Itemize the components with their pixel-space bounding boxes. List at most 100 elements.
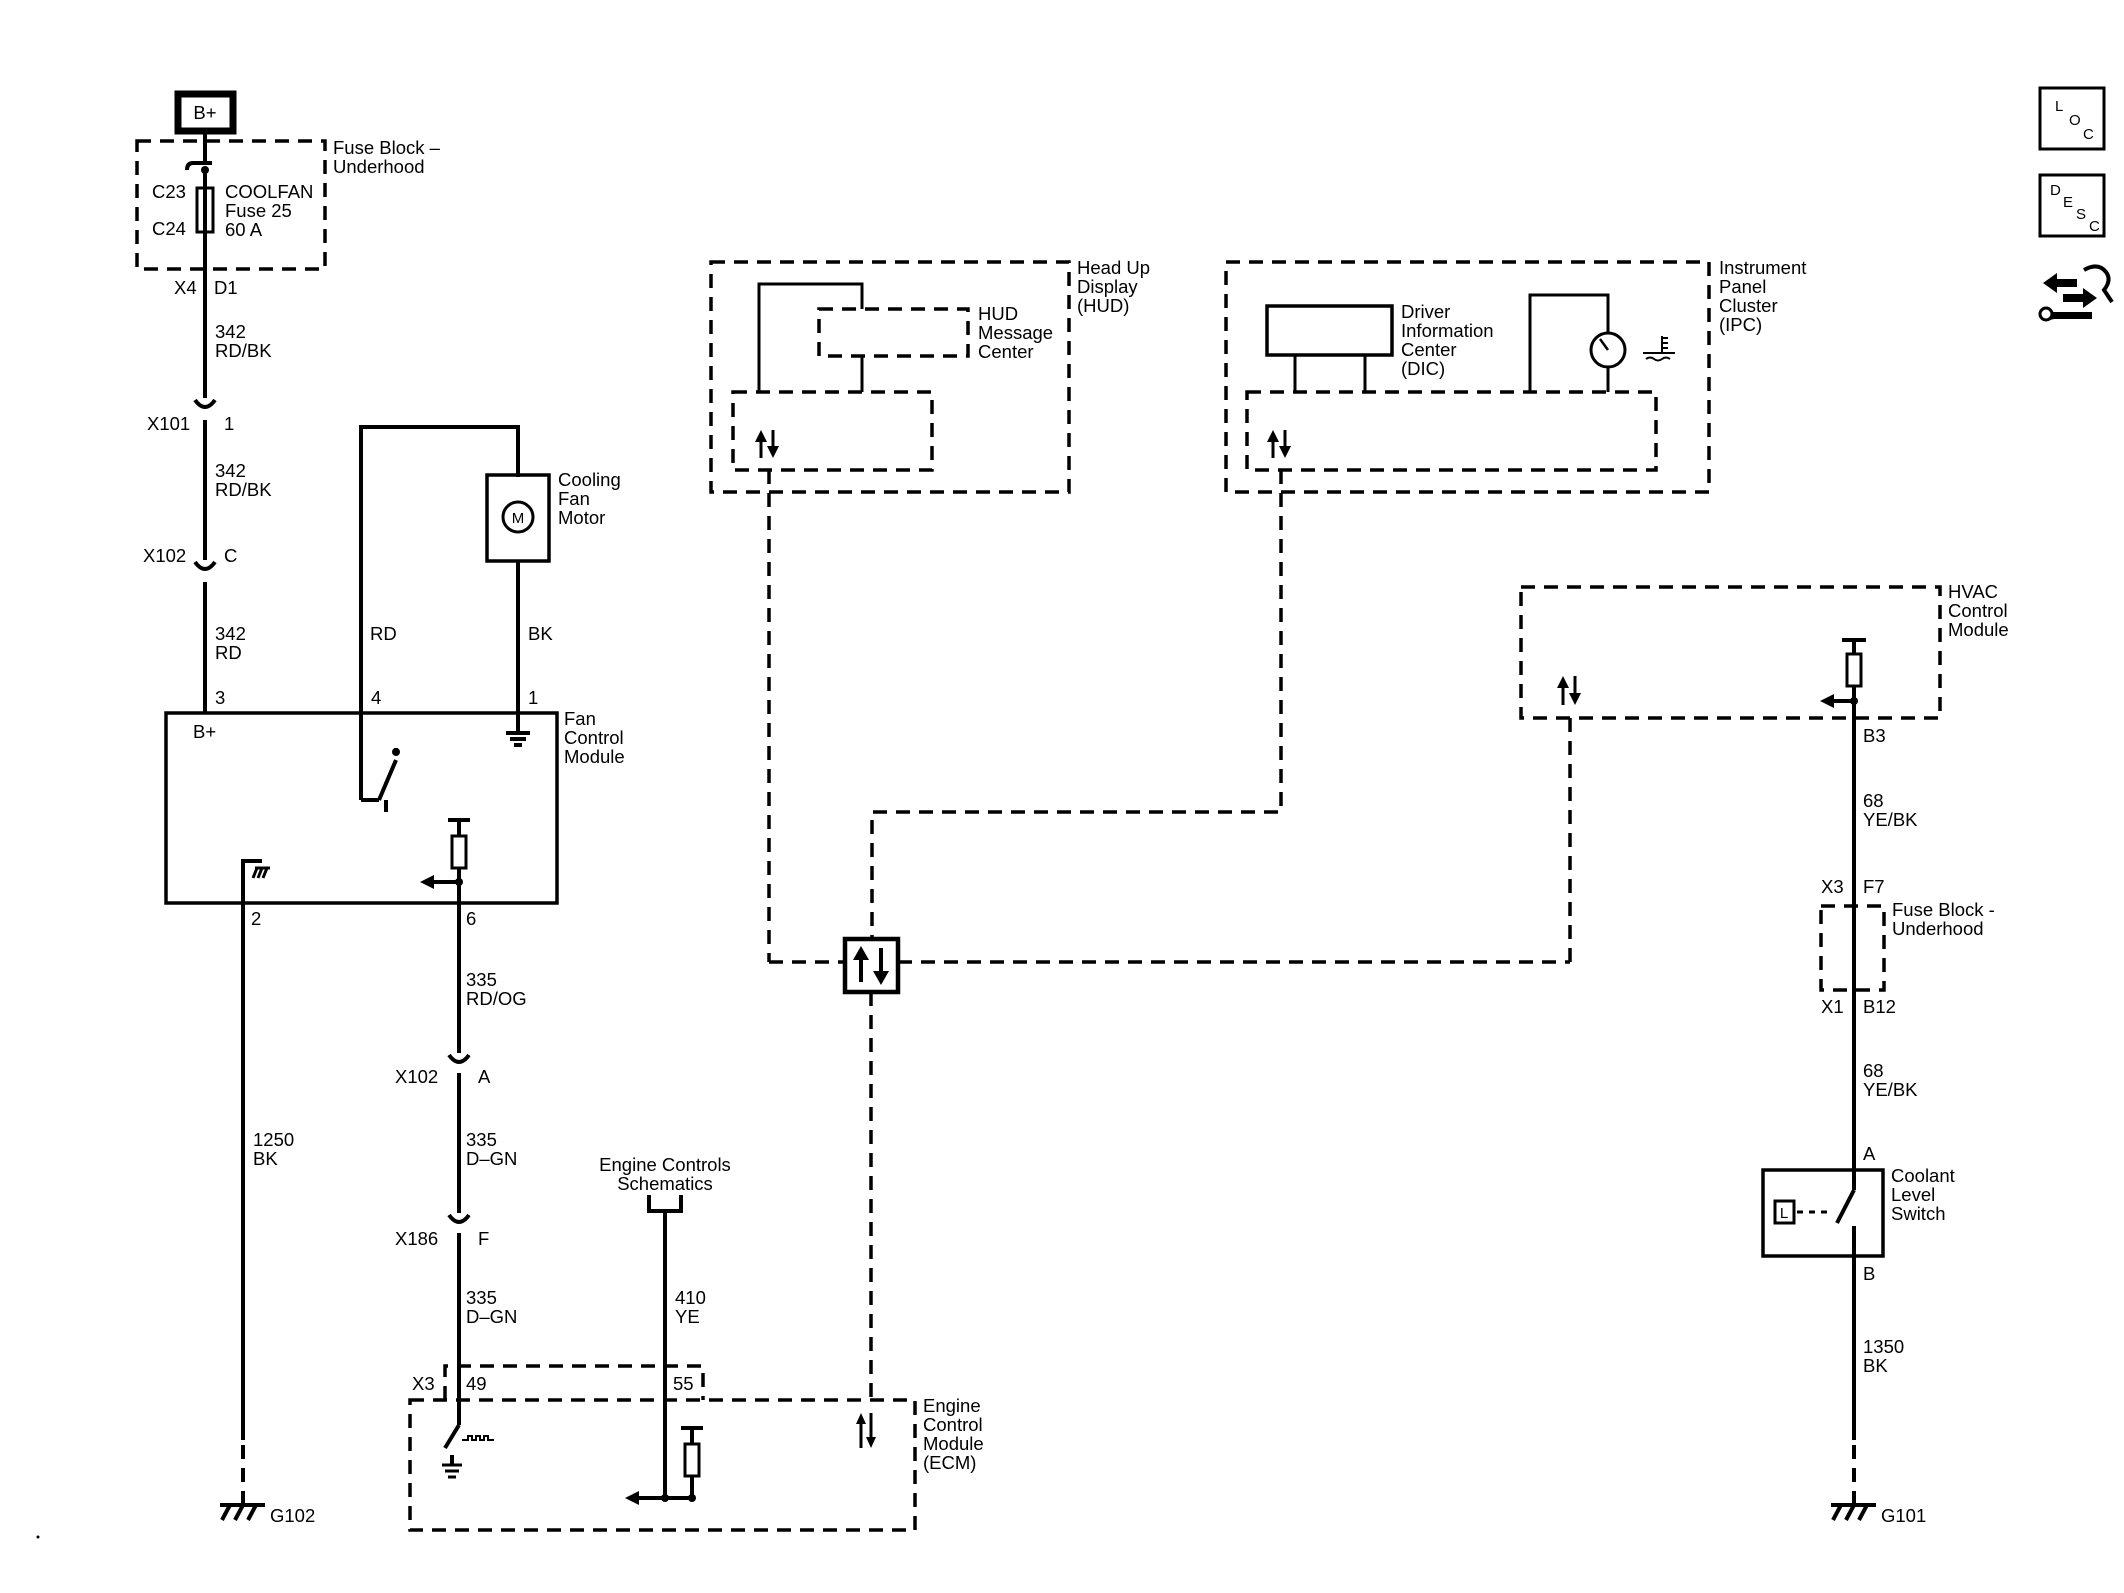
fcm-pin-1: 1 <box>528 687 538 708</box>
ecm-label-4: (ECM) <box>923 1452 976 1473</box>
ipc-data-arrows-icon <box>1267 430 1291 458</box>
dic-label-4: (DIC) <box>1401 358 1445 379</box>
ground-g101-symbol <box>1831 1503 1876 1521</box>
pin-b12: B12 <box>1863 996 1896 1017</box>
ipc-title-1: Instrument <box>1719 257 1806 278</box>
desc-letter-3: S <box>2076 206 2086 223</box>
hud-message-label-1: HUD <box>978 303 1018 324</box>
pwm-signal-symbol <box>462 1435 494 1441</box>
serial-data-splice-icon <box>842 936 901 995</box>
hvac-control-module: HVAC Control Module <box>1519 581 2009 720</box>
fcm-label-2: Control <box>564 727 624 748</box>
wire-1250-number: 1250 <box>253 1129 294 1150</box>
dic-label-1: Driver <box>1401 301 1450 322</box>
connector-x186-pin: F <box>478 1228 489 1249</box>
loc-letter-3: C <box>2083 126 2094 143</box>
fcm-pin-3: 3 <box>215 687 225 708</box>
loc-letter-2: O <box>2069 112 2081 129</box>
connector-x102-c <box>193 560 217 713</box>
connector-x102-pin: C <box>224 545 237 566</box>
ipc-title-2: Panel <box>1719 276 1766 297</box>
wire-1250-color: BK <box>253 1148 278 1169</box>
connector-x101 <box>193 398 217 560</box>
connector-x1: X1 <box>1821 996 1844 1017</box>
engine-controls-label-1: Engine Controls <box>599 1154 731 1175</box>
loc-icon[interactable]: L O C <box>2038 86 2106 151</box>
desc-icon[interactable]: D E S C <box>2038 173 2106 238</box>
wire-342-number-2: 342 <box>215 460 246 481</box>
wire-410-color: YE <box>675 1306 700 1327</box>
ecm-pin-49: 49 <box>466 1373 487 1394</box>
wire-342-rd-number: 342 <box>215 623 246 644</box>
wire-335-number-c: 335 <box>466 1287 497 1308</box>
level-sensor-symbol: L <box>1780 1205 1788 1222</box>
desc-letter-4: C <box>2089 218 2100 235</box>
ground-g101-label: G101 <box>1881 1505 1926 1526</box>
desc-letter-2: E <box>2063 194 2073 211</box>
fcm-pin-6: 6 <box>466 908 476 929</box>
connector-x3-right: X3 <box>1821 876 1844 897</box>
wire-410-number: 410 <box>675 1287 706 1308</box>
hvac-label-2: Control <box>1948 600 2008 621</box>
ecm-label-1: Engine <box>923 1395 981 1416</box>
diagnostic-repair-icon[interactable] <box>2038 264 2114 322</box>
ecm-label-3: Module <box>923 1433 984 1454</box>
dic-label-2: Information <box>1401 320 1494 341</box>
hud-title-1: Head Up <box>1077 257 1150 278</box>
ecm-pin-55: 55 <box>673 1373 694 1394</box>
pin-b: B <box>1863 1263 1875 1284</box>
hvac-label-3: Module <box>1948 619 2009 640</box>
connector-x102a-label: X102 <box>395 1066 438 1087</box>
connector-x102-label: X102 <box>143 545 186 566</box>
desc-letter-1: D <box>2050 182 2061 199</box>
wire-1350-color: BK <box>1863 1355 1888 1376</box>
fuse-block-subtitle: Underhood <box>333 156 425 177</box>
ecm-label-2: Control <box>923 1414 983 1435</box>
fuse-rating: 60 A <box>225 219 263 240</box>
wire-335-number-b: 335 <box>466 1129 497 1150</box>
wire-1350-number: 1350 <box>1863 1336 1904 1357</box>
connector-x186-label: X186 <box>395 1228 438 1249</box>
fuse-number: Fuse 25 <box>225 200 292 221</box>
wire-bk-label: BK <box>528 623 553 644</box>
fan-control-module: Fan Control Module B+ 3 4 1 2 6 <box>164 687 625 929</box>
cooling-fan-motor-label-3: Motor <box>558 507 605 528</box>
cooling-fan-motor-label-1: Cooling <box>558 469 621 490</box>
coolant-switch-label-3: Switch <box>1891 1203 1946 1224</box>
wire-68-number-b: 68 <box>1863 1060 1884 1081</box>
wire-335-color-c: D–GN <box>466 1306 517 1327</box>
fuse-block-right-label-2: Underhood <box>1892 918 1984 939</box>
fuse-block-underhood-right: Fuse Block - Underhood <box>1819 899 1995 992</box>
pin-d1: D1 <box>214 277 238 298</box>
ecm-data-arrows-icon <box>856 1413 876 1448</box>
fcm-bplus: B+ <box>193 721 216 742</box>
wire-335-color-a: RD/OG <box>466 988 527 1009</box>
fuse-block-underhood-top: Fuse Block – Underhood C23 C24 COOLFAN F… <box>135 137 441 290</box>
wire-rd-label: RD <box>370 623 397 644</box>
ground-g102-label: G102 <box>270 1505 315 1526</box>
temperature-gauge-icon <box>1589 331 1675 369</box>
hvac-data-arrows-icon <box>1557 676 1581 705</box>
engine-controls-label-2: Schematics <box>617 1173 713 1194</box>
wire-68-color-a: YE/BK <box>1863 809 1918 830</box>
coolant-switch-label-2: Level <box>1891 1184 1935 1205</box>
pin-f7: F7 <box>1863 876 1885 897</box>
fcm-pin-4: 4 <box>371 687 381 708</box>
loc-letter-1: L <box>2055 98 2063 115</box>
ipc-title-4: (IPC) <box>1719 314 1762 335</box>
pin-a: A <box>1863 1143 1876 1164</box>
wire-68-number-a: 68 <box>1863 790 1884 811</box>
wire-68-color-b: YE/BK <box>1863 1079 1918 1100</box>
battery-positive-label: B+ <box>193 102 216 123</box>
connector-x102a-pin: A <box>478 1066 491 1087</box>
wire-342-number: 342 <box>215 321 246 342</box>
fcm-pin-2: 2 <box>251 908 261 929</box>
hud-data-arrows-icon <box>755 430 779 458</box>
coolant-switch-label-1: Coolant <box>1891 1165 1955 1186</box>
fuse-block-right-label-1: Fuse Block - <box>1892 899 1995 920</box>
ecm-connector-x3: X3 <box>412 1373 435 1394</box>
connector-x101-label: X101 <box>147 413 190 434</box>
ipc-title-3: Cluster <box>1719 295 1778 316</box>
fuse-name: COOLFAN <box>225 181 313 202</box>
